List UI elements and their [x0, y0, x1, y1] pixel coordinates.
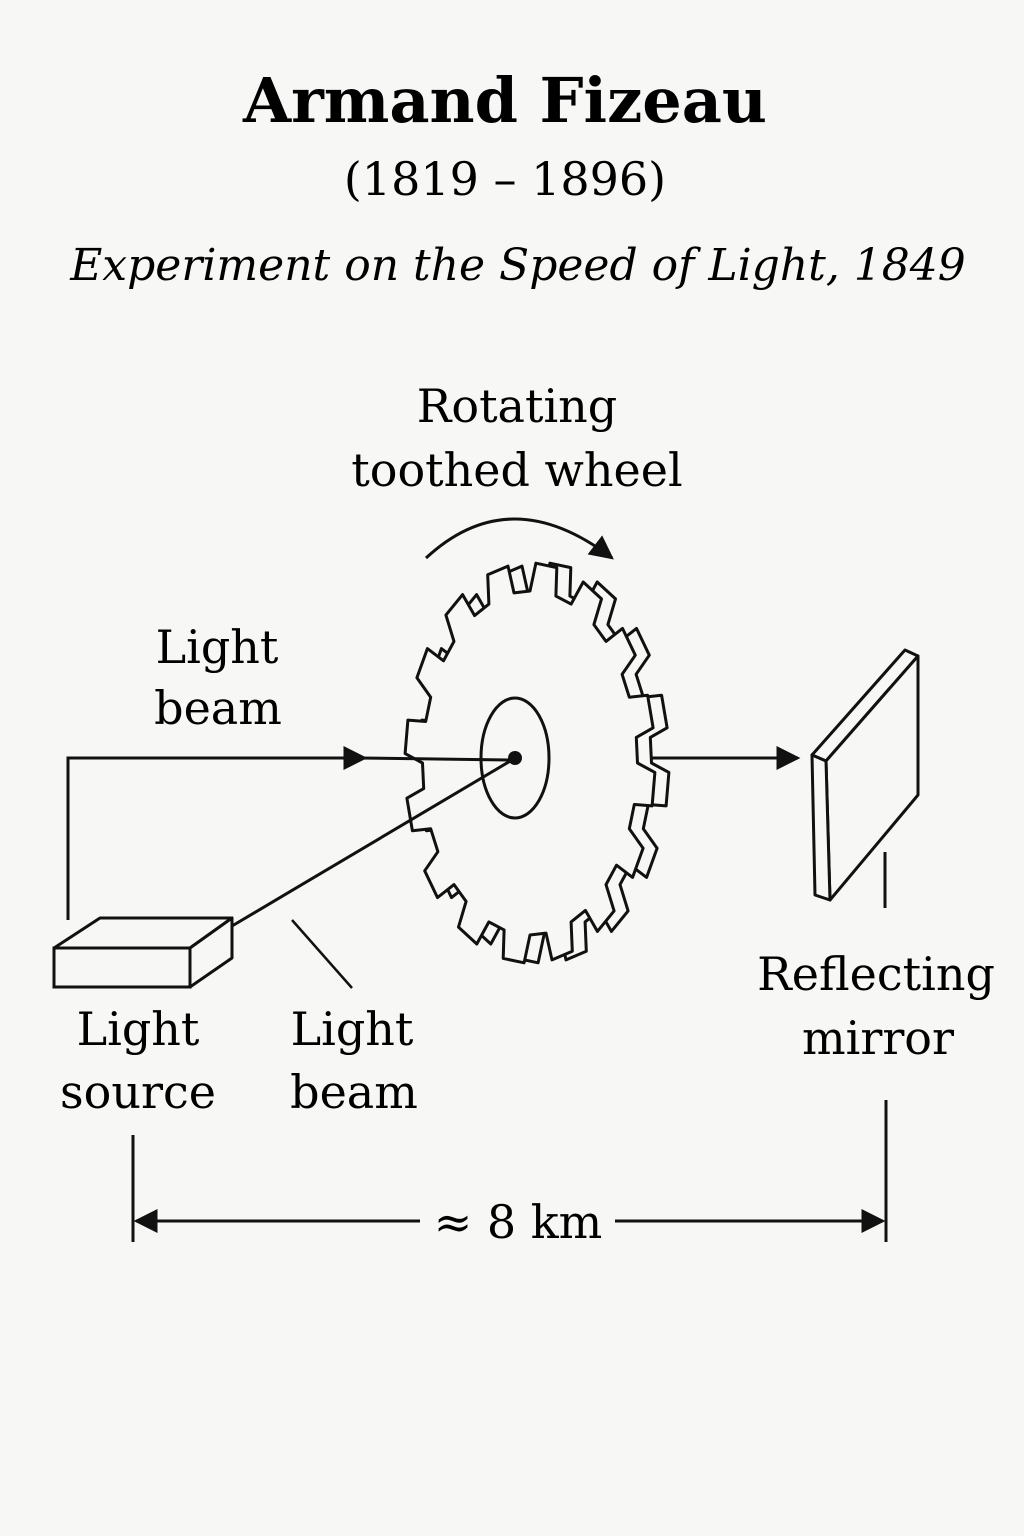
mirror-label-line2: mirror	[802, 1011, 954, 1065]
beam-top-label-line2: beam	[154, 681, 282, 735]
rotation-arrow	[424, 517, 614, 560]
wheel-axle	[508, 751, 522, 765]
distance-label: ≈ 8 km	[434, 1195, 603, 1249]
life-dates: (1819 – 1896)	[344, 152, 666, 206]
mirror-label-line1: Reflecting	[757, 947, 995, 1001]
experiment-subtitle: Experiment on the Speed of Light, 1849	[69, 240, 966, 291]
source-label-line1: Light	[77, 1002, 200, 1056]
wheel-face	[403, 561, 657, 965]
toothed-wheel	[403, 561, 671, 965]
light-beam-path-top	[66, 746, 368, 920]
light-beam-into-wheel	[359, 756, 513, 762]
beam-bottom-leader	[291, 919, 353, 989]
light-source-box	[52, 916, 234, 989]
beam-top-label-line1: Light	[156, 620, 279, 674]
wheel-label-line1: Rotating	[417, 379, 618, 433]
source-label-line2: source	[60, 1065, 216, 1119]
beam-bottom-label-line1: Light	[291, 1002, 414, 1056]
page-title: Armand Fizeau	[242, 64, 767, 137]
light-beam-diagonal	[231, 758, 513, 928]
wheel-label-line2: toothed wheel	[351, 443, 682, 497]
wheel-hub	[479, 696, 551, 820]
beam-bottom-label-line2: beam	[290, 1065, 418, 1119]
reflecting-mirror	[810, 648, 920, 902]
